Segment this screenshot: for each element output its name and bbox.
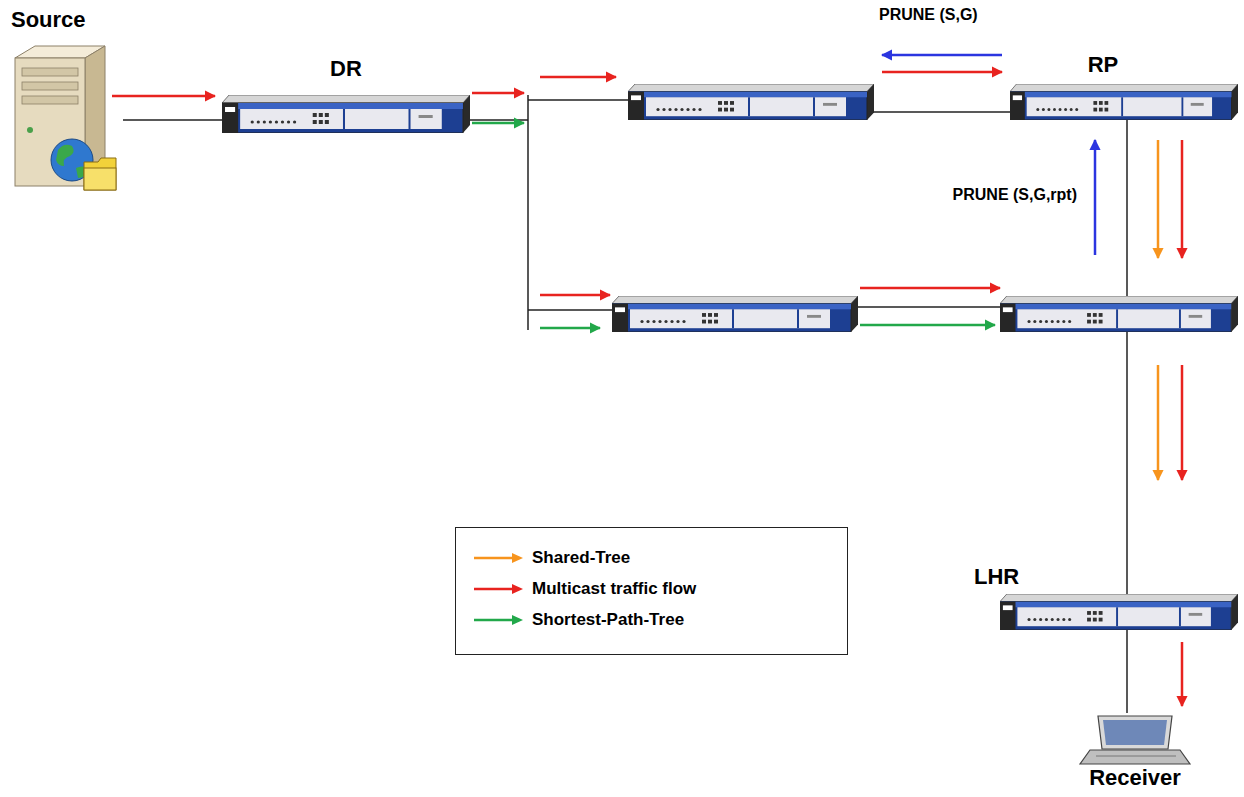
traffic-arrow bbox=[540, 294, 610, 297]
legend-label: Multicast traffic flow bbox=[532, 579, 696, 599]
traffic-arrow bbox=[1181, 642, 1184, 706]
network-wire bbox=[468, 119, 528, 121]
laptop-icon bbox=[1080, 716, 1190, 764]
server-icon bbox=[27, 127, 33, 133]
legend-swatch bbox=[512, 615, 523, 625]
traffic-arrow bbox=[860, 287, 1000, 290]
spt-arrow bbox=[472, 122, 524, 125]
shared-tree-arrow bbox=[1157, 365, 1160, 480]
legend-swatch bbox=[472, 613, 524, 627]
router-icon bbox=[1010, 84, 1238, 120]
network-wire bbox=[528, 309, 612, 311]
network-link bbox=[1126, 630, 1128, 713]
network-link bbox=[123, 119, 222, 121]
legend-swatch bbox=[474, 618, 514, 621]
shared-tree-arrow bbox=[1157, 140, 1160, 258]
annotation-label: PRUNE (S,G) bbox=[876, 4, 981, 26]
node-label: DR bbox=[330, 56, 362, 82]
router-icon bbox=[222, 95, 470, 133]
legend-swatch bbox=[472, 551, 524, 565]
network-wire bbox=[1126, 118, 1128, 298]
network-wire bbox=[1126, 330, 1128, 596]
prune-arrow bbox=[1094, 140, 1097, 255]
network-wire bbox=[528, 99, 628, 101]
server-node: Source bbox=[5, 5, 123, 193]
annotation-label: PRUNE (S,G,rpt) bbox=[950, 184, 1080, 206]
server-icon bbox=[22, 96, 78, 104]
folder-icon bbox=[84, 158, 116, 190]
legend-swatch bbox=[512, 553, 523, 563]
traffic-arrow bbox=[1181, 365, 1184, 480]
server-icon bbox=[22, 82, 78, 90]
receiver-node: Receiver bbox=[1068, 713, 1202, 793]
legend-label: Shared-Tree bbox=[532, 548, 630, 568]
legend-swatch bbox=[512, 584, 523, 594]
laptop-icon bbox=[1080, 750, 1190, 764]
node-label: LHR bbox=[974, 564, 1019, 590]
legend-row: Shortest-Path-Tree bbox=[472, 604, 831, 635]
server-icon bbox=[22, 68, 78, 76]
traffic-arrow bbox=[540, 76, 616, 79]
router-node: DR bbox=[222, 54, 470, 134]
node-label: Source bbox=[11, 7, 86, 33]
traffic-arrow bbox=[472, 92, 524, 95]
router-node: RP bbox=[1008, 50, 1238, 120]
traffic-arrow bbox=[882, 71, 1002, 74]
legend-label: Shortest-Path-Tree bbox=[532, 610, 684, 630]
legend-swatch bbox=[472, 582, 524, 596]
laptop-icon bbox=[1103, 720, 1167, 745]
network-wire bbox=[468, 95, 1127, 596]
laptop-icon bbox=[1098, 716, 1172, 749]
router-node: LHR bbox=[970, 564, 1238, 630]
network-wire bbox=[855, 306, 1000, 308]
network-wire bbox=[527, 95, 529, 330]
server-icon bbox=[15, 46, 116, 190]
legend-row: Shared-Tree bbox=[472, 542, 831, 573]
prune-arrow bbox=[882, 54, 1002, 57]
traffic-arrow bbox=[112, 95, 215, 98]
router-icon bbox=[1000, 594, 1238, 630]
folder-icon bbox=[84, 168, 116, 190]
network-wire bbox=[870, 111, 1010, 113]
flow-arrow bbox=[112, 55, 1182, 706]
legend-swatch bbox=[474, 587, 514, 590]
node-label: RP bbox=[1088, 52, 1119, 78]
legend-swatch bbox=[474, 556, 514, 559]
traffic-arrow bbox=[1181, 140, 1184, 258]
legend-box: Shared-TreeMulticast traffic flowShortes… bbox=[455, 527, 848, 655]
node-label: Receiver bbox=[1089, 765, 1181, 791]
spt-arrow bbox=[860, 324, 995, 327]
router-icon bbox=[628, 84, 874, 120]
router-icon bbox=[612, 296, 858, 332]
laptop-icon bbox=[1096, 756, 1176, 757]
spt-arrow bbox=[540, 327, 600, 330]
router-icon bbox=[1000, 296, 1238, 332]
legend-row: Multicast traffic flow bbox=[472, 573, 831, 604]
globe-icon bbox=[56, 145, 74, 166]
